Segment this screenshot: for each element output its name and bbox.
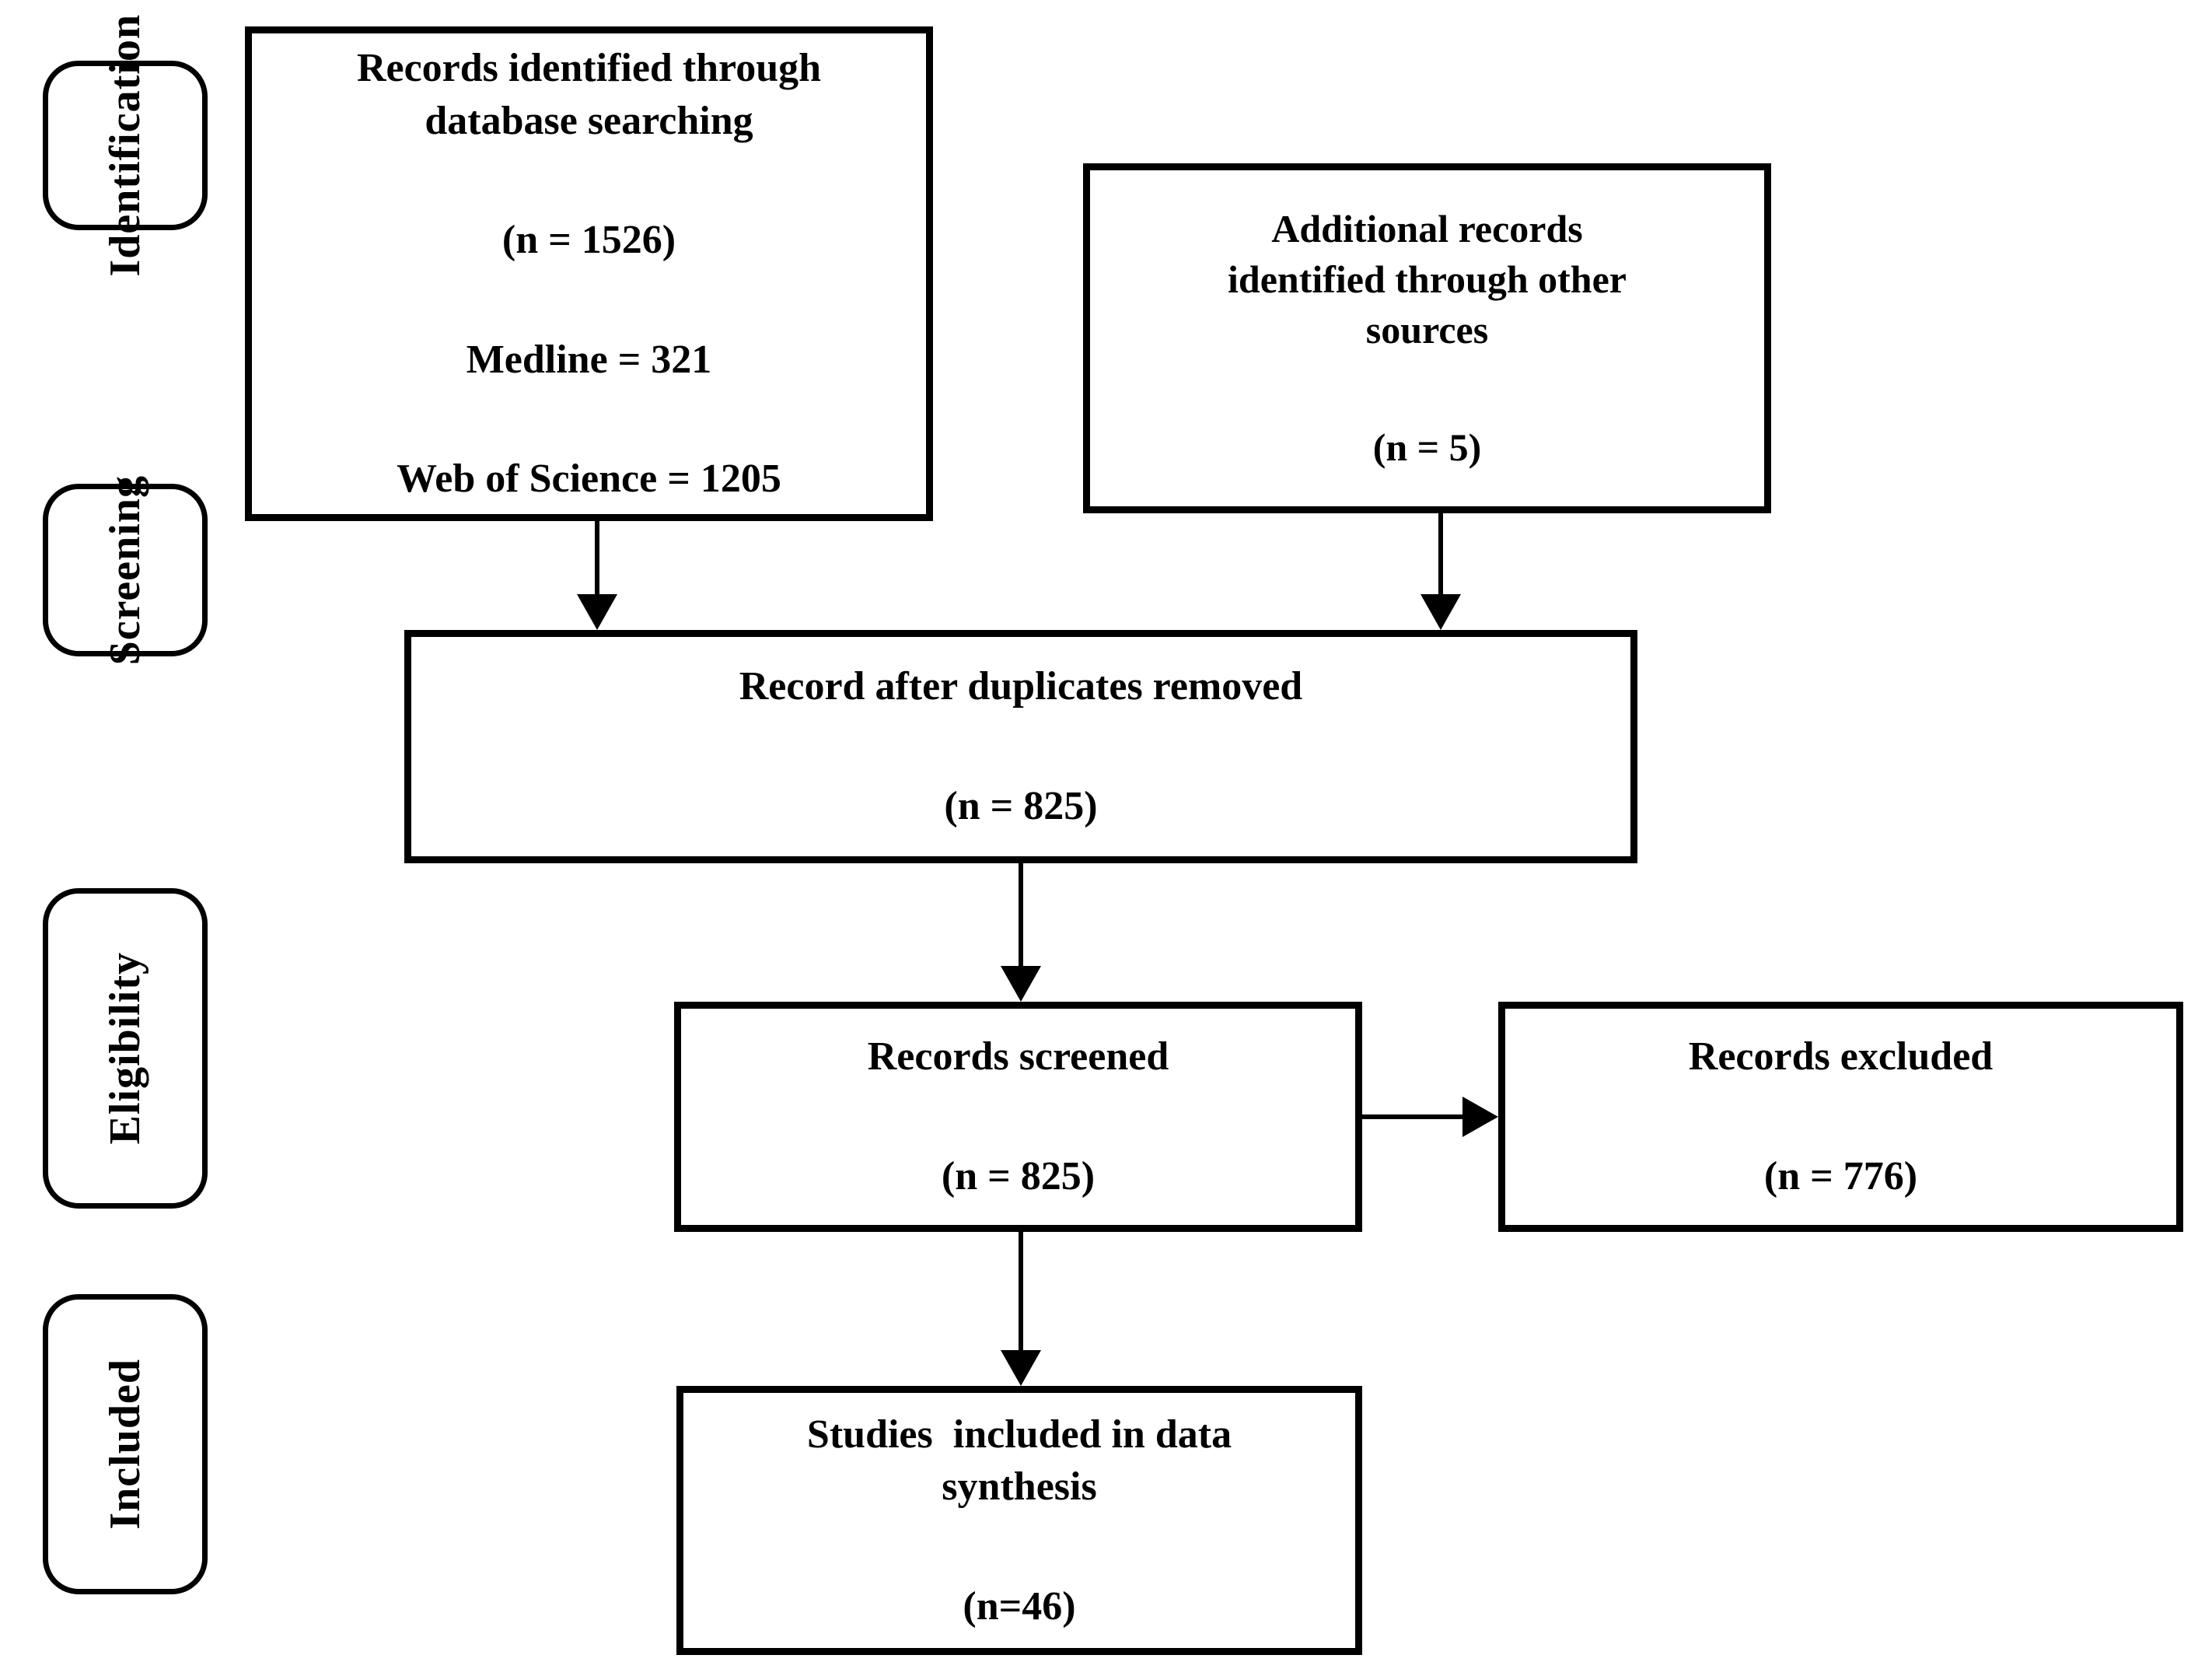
box-studies-included-count: (n=46) [963, 1583, 1076, 1629]
box-records-identified: Records identified through database sear… [245, 26, 933, 521]
stage-label-identification: Identification [101, 14, 149, 277]
box-additional-records-title-line2: identified through other [1228, 257, 1627, 301]
arrowhead-additional-to-duplicates [1421, 594, 1461, 630]
box-records-identified-detail-wos: Web of Science = 1205 [397, 457, 781, 502]
stage-label-screening: Screening [101, 474, 149, 666]
box-records-identified-count: (n = 1526) [501, 218, 676, 263]
box-records-screened: Records screened (n = 825) [674, 1002, 1362, 1232]
box-records-identified-detail-medline: Medline = 321 [466, 337, 712, 382]
box-additional-records-title-line3: sources [1365, 308, 1489, 352]
connector-screened-to-included [1019, 1232, 1023, 1352]
box-records-identified-title-line2: database searching [425, 98, 753, 143]
stage-pill-included: Included [43, 1294, 208, 1594]
box-studies-included: Studies included in data synthesis (n=46… [676, 1386, 1362, 1655]
stage-pill-identification: Identification [43, 14, 208, 277]
stage-pill-eligibility: Eligibility [43, 888, 208, 1209]
box-records-screened-count: (n = 825) [941, 1154, 1096, 1198]
box-records-excluded: Records excluded (n = 776) [1498, 1002, 2183, 1232]
arrowhead-screened-to-included [1001, 1350, 1041, 1386]
box-records-after-duplicates-removed-title: Record after duplicates removed [739, 664, 1303, 709]
box-additional-records: Additional records identified through ot… [1083, 163, 1771, 513]
box-studies-included-title-line1: Studies included in data [806, 1412, 1232, 1457]
box-records-after-duplicates-removed-count: (n = 825) [944, 784, 1098, 828]
box-additional-records-count: (n = 5) [1372, 425, 1482, 469]
arrowhead-duplicates-to-screened [1001, 966, 1041, 1002]
connector-duplicates-to-screened [1019, 863, 1023, 967]
arrowhead-identified-to-duplicates [577, 594, 617, 630]
connector-additional-to-duplicates [1438, 513, 1443, 596]
box-records-excluded-count: (n = 776) [1763, 1154, 1918, 1198]
box-records-after-duplicates-removed: Record after duplicates removed (n = 825… [404, 630, 1637, 863]
connector-screened-to-excluded [1362, 1114, 1466, 1119]
stage-pill-screening: Screening [43, 475, 208, 665]
box-records-identified-title-line1: Records identified through [356, 46, 822, 91]
box-studies-included-title-line2: synthesis [942, 1464, 1097, 1510]
box-records-screened-title: Records screened [867, 1034, 1169, 1079]
arrowhead-screened-to-excluded [1462, 1097, 1498, 1137]
box-additional-records-title-line1: Additional records [1271, 207, 1583, 250]
stage-label-eligibility: Eligibility [101, 952, 149, 1145]
connector-identified-to-duplicates [595, 521, 599, 596]
stage-label-included: Included [101, 1359, 149, 1530]
box-records-excluded-title: Records excluded [1688, 1034, 1994, 1079]
